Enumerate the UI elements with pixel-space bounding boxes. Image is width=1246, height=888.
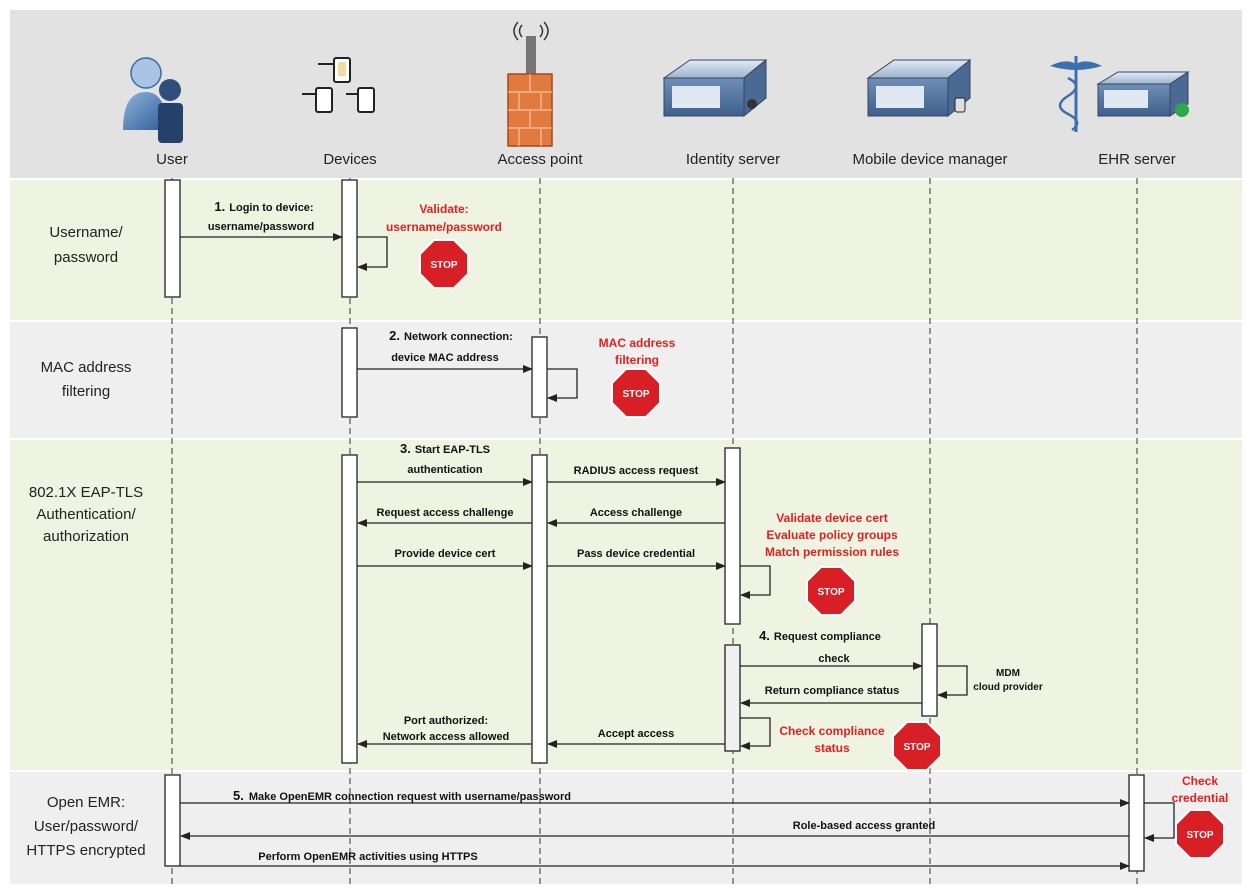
msg-step2-top: 2.Network connection: — [389, 328, 513, 343]
stop-sign-5: STOP — [1175, 809, 1225, 859]
self-arrow-identity — [740, 565, 771, 599]
actor-label-user: User — [156, 151, 188, 168]
msg-step1-top: 1.Login to device: — [214, 199, 313, 214]
self-arrow-ehr — [1144, 802, 1175, 842]
user-icon — [123, 57, 183, 143]
stop-sign-1: STOP — [419, 239, 469, 289]
msg-step2-bottom: device MAC address — [391, 352, 499, 364]
svg-text:STOP: STOP — [1186, 830, 1213, 841]
activation-user-1 — [164, 179, 181, 298]
phase-band-eap — [10, 440, 1242, 770]
server-icon — [662, 58, 768, 118]
activation-devices-2 — [341, 327, 358, 418]
message-arrows — [180, 233, 1175, 870]
svg-text:STOP: STOP — [622, 389, 649, 400]
msg-access-challenge: Access challenge — [590, 507, 682, 519]
actor-label-mdm: Mobile device manager — [852, 151, 1007, 168]
activation-ap-2 — [531, 336, 548, 418]
self-arrow-devices — [357, 236, 388, 271]
svg-text:STOP: STOP — [430, 260, 457, 271]
header-band — [10, 10, 1242, 178]
access-point-firewall-icon — [507, 21, 553, 147]
msg-radius: RADIUS access request — [574, 465, 699, 477]
msg-step3-bottom: authentication — [407, 464, 482, 476]
activation-user-5 — [164, 774, 181, 867]
phase-label-username: Username/password — [49, 224, 123, 266]
phase-band-openemr — [10, 772, 1242, 884]
activation-mdm — [921, 623, 938, 717]
msg-role-access: Role-based access granted — [793, 820, 935, 832]
self-arrow-mdm — [937, 665, 968, 699]
activation-devices-1 — [341, 179, 358, 298]
msg-step1-bottom: username/password — [208, 221, 314, 233]
msg-provide-cert: Provide device cert — [395, 548, 496, 560]
msg-accept-access: Accept access — [598, 728, 674, 740]
stop-sign-2: STOP — [611, 368, 661, 418]
activation-identity-3 — [724, 447, 741, 625]
phase-label-openemr: Open EMR:User/password/HTTPS encrypted — [26, 794, 145, 859]
msg-step4-top: 4.Request compliance — [759, 628, 881, 643]
ehr-server-caduceus-icon — [1050, 56, 1190, 132]
msg-port-authorized-bottom: Network access allowed — [383, 731, 510, 743]
msg-port-authorized-top: Port authorized: — [404, 715, 488, 727]
self-arrow-ap — [547, 368, 578, 402]
actor-label-access-point: Access point — [497, 151, 583, 168]
activation-ap-3 — [531, 454, 548, 764]
devices-icon — [302, 57, 375, 113]
actor-label-ehr-server: EHR server — [1098, 151, 1176, 168]
activations — [164, 179, 1145, 872]
actor-label-devices: Devices — [323, 151, 376, 168]
mdm-server-icon — [866, 58, 972, 118]
actor-label-identity-server: Identity server — [686, 151, 780, 168]
msg-pass-credential: Pass device credential — [577, 548, 695, 560]
phase-band-username — [10, 180, 1242, 320]
msg-return-status: Return compliance status — [765, 685, 899, 697]
msg-step4-bottom: check — [818, 653, 850, 665]
activation-devices-3 — [341, 454, 358, 764]
stop-sign-3: STOP — [806, 566, 856, 616]
msg-step5: 5.Make OpenEMR connection request with u… — [233, 788, 571, 803]
svg-text:STOP: STOP — [817, 587, 844, 598]
msg-https: Perform OpenEMR activities using HTTPS — [258, 851, 477, 863]
msg-step3-top: 3.Start EAP-TLS — [400, 441, 490, 456]
note-validate-user: Validate:username/password — [386, 202, 502, 234]
stop-sign-4: STOP — [892, 721, 942, 771]
msg-request-challenge: Request access challenge — [377, 507, 514, 519]
self-arrow-identity-2 — [740, 717, 771, 750]
activation-ehr — [1128, 774, 1145, 872]
svg-text:STOP: STOP — [903, 742, 930, 753]
activation-identity-4 — [724, 644, 741, 752]
